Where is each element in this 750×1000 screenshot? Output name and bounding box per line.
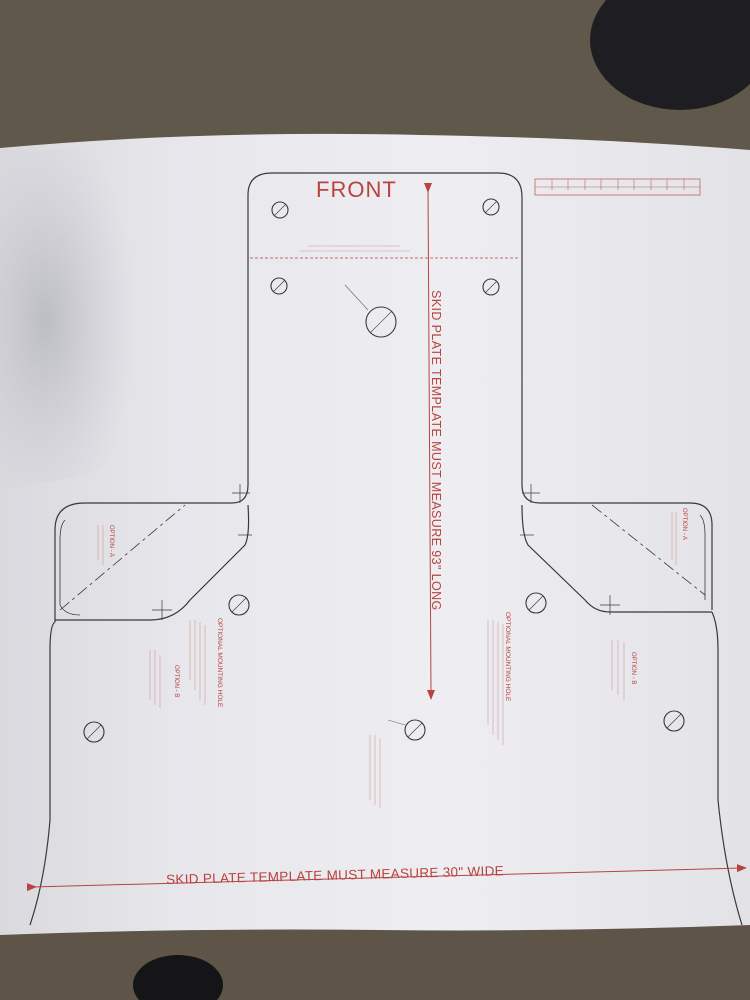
hole-second-right (482, 278, 500, 296)
hole-lower-left (83, 721, 105, 743)
hole-optional-right (525, 592, 547, 614)
mounting-hole-note-right: OPTIONAL MOUNTING HOLE (504, 612, 511, 702)
length-note: SKID PLATE TEMPLATE MUST MEASURE 93" LON… (429, 290, 443, 611)
option-a-left-label: OPTION - A (108, 525, 114, 557)
mounting-hole-note-left: OPTIONAL MOUNTING HOLE (216, 618, 223, 708)
hole-second-left (270, 277, 288, 295)
fine-print-blocks (97, 245, 677, 808)
hole-lower-right (663, 710, 685, 732)
hole-optional-left (228, 594, 250, 616)
scale-ruler (534, 178, 701, 196)
template-outline (29, 172, 743, 926)
mounting-holes (83, 198, 685, 743)
length-arrow (423, 182, 435, 700)
option-b-left-label: OPTION - B (173, 665, 179, 697)
crosshair-marks (152, 484, 620, 620)
front-label: FRONT (316, 177, 397, 202)
option-a-right-label: OPTION - A (681, 508, 687, 540)
hole-crosshair-lines (86, 200, 682, 740)
option-b-right-label: OPTION - B (630, 652, 636, 684)
hole-lower-center (404, 719, 426, 741)
option-a-dashed-lines (59, 257, 706, 611)
paper-shadow (0, 150, 152, 490)
paper-sheet (0, 133, 750, 936)
shoe-bottom-left (133, 955, 223, 1000)
dark-object-top-right (590, 0, 750, 110)
hole-center-large (365, 306, 397, 338)
hole-front-left (271, 201, 289, 219)
hole-front-right (482, 198, 500, 216)
width-arrow (26, 864, 747, 892)
